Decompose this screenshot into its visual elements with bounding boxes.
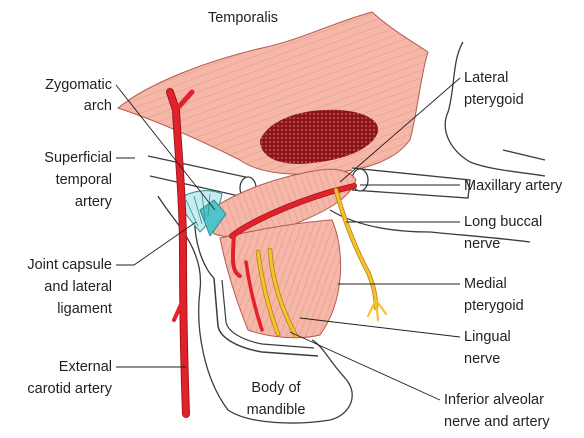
- label-joint-capsule-1: Joint capsule: [27, 257, 112, 273]
- label-joint-capsule-3: ligament: [57, 301, 112, 317]
- medial-pterygoid-muscle: [220, 220, 341, 338]
- long-buccal-nerve: [336, 190, 386, 320]
- label-maxillary-artery: Maxillary artery: [464, 178, 563, 194]
- label-zygomatic-arch-2: arch: [84, 98, 112, 114]
- label-temporalis: Temporalis: [208, 10, 278, 26]
- label-external-carotid-1: External: [59, 359, 112, 375]
- label-body-of-mandible-1: Body of: [251, 380, 301, 396]
- label-lateral-pterygoid-2: pterygoid: [464, 92, 524, 108]
- label-long-buccal-nerve-2: nerve: [464, 236, 500, 252]
- label-medial-pterygoid-2: pterygoid: [464, 298, 524, 314]
- temporalis-muscle: [118, 12, 428, 174]
- label-superficial-temporal-artery-2: temporal: [56, 172, 112, 188]
- external-carotid-artery: [170, 92, 192, 414]
- label-zygomatic-arch-1: Zygomatic: [45, 77, 112, 93]
- label-medial-pterygoid-1: Medial: [464, 276, 507, 292]
- label-lingual-nerve-1: Lingual: [464, 329, 511, 345]
- label-superficial-temporal-artery-1: Superficial: [44, 150, 112, 166]
- label-superficial-temporal-artery-3: artery: [75, 194, 113, 210]
- label-joint-capsule-2: and lateral: [44, 279, 112, 295]
- label-inferior-alveolar-2: nerve and artery: [444, 414, 550, 430]
- label-external-carotid-2: carotid artery: [27, 381, 112, 397]
- label-inferior-alveolar-1: Inferior alveolar: [444, 392, 544, 408]
- label-body-of-mandible-2: mandible: [247, 402, 306, 418]
- label-lateral-pterygoid-1: Lateral: [464, 70, 508, 86]
- label-long-buccal-nerve-1: Long buccal: [464, 214, 542, 230]
- label-lingual-nerve-2: nerve: [464, 351, 500, 367]
